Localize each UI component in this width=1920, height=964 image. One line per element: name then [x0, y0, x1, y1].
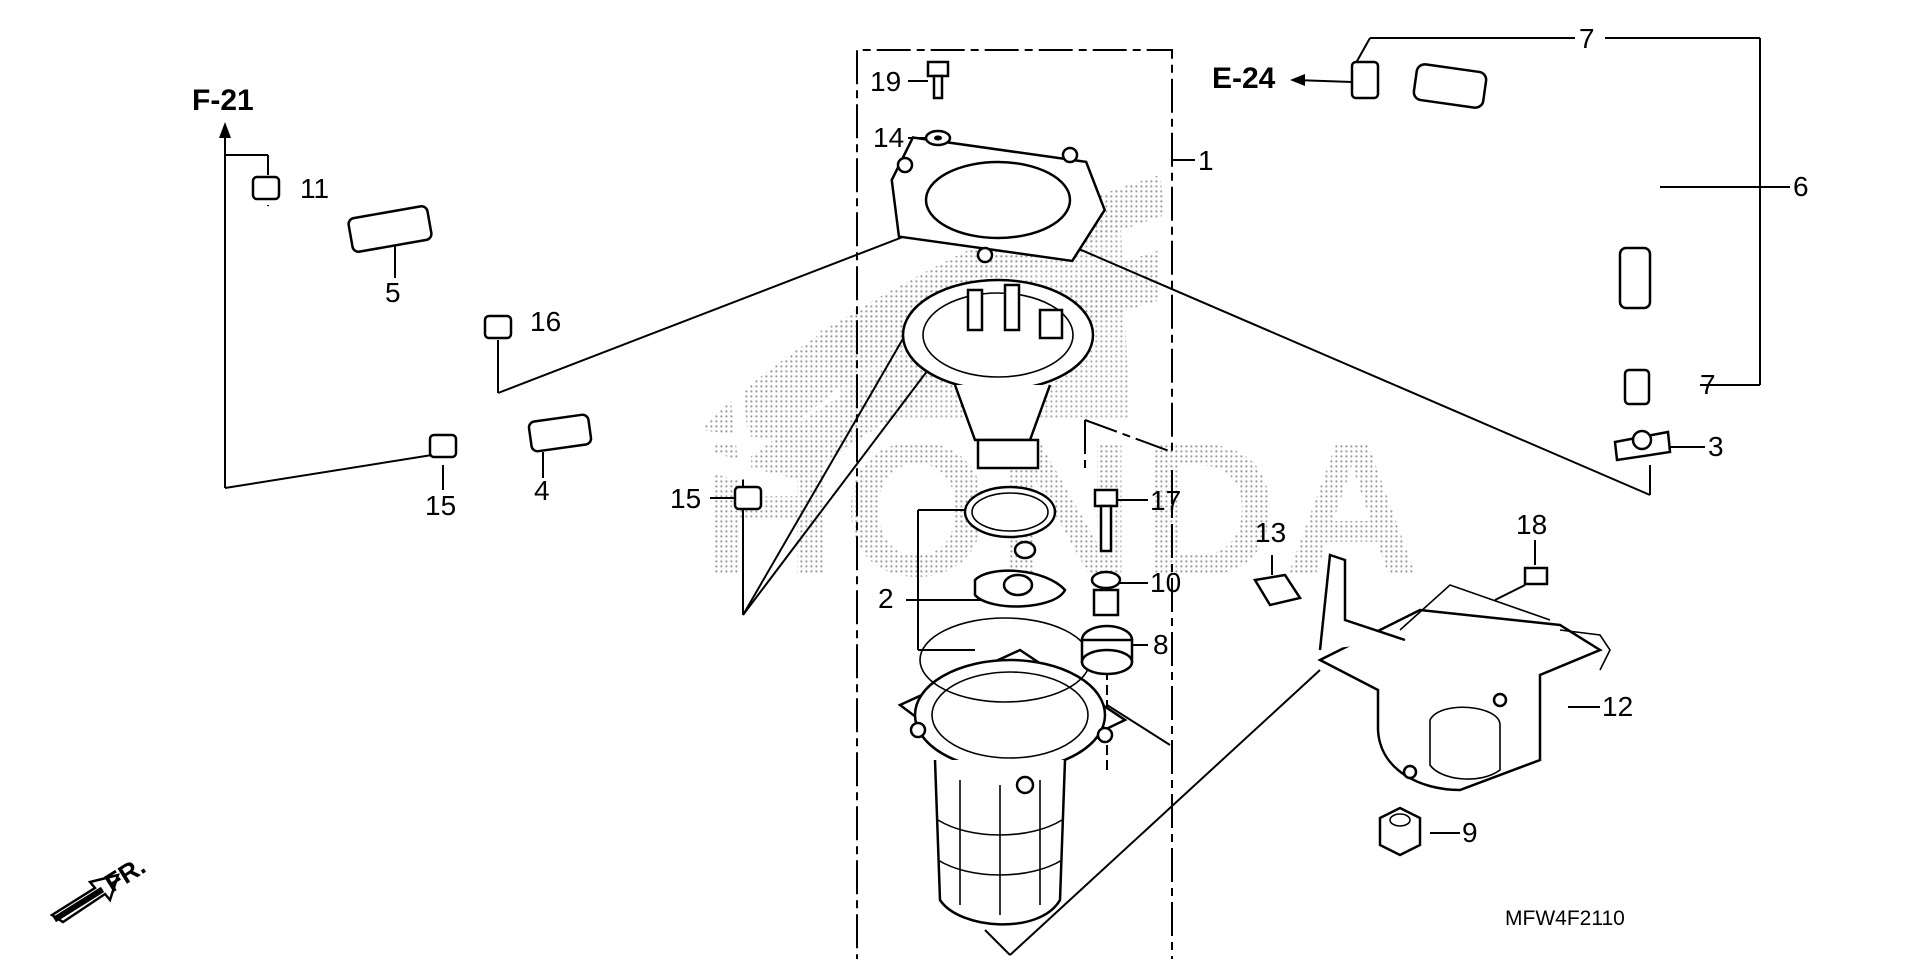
regulator: [973, 540, 1067, 608]
clamp-15-right: [733, 485, 763, 511]
callout-19: 19: [870, 66, 901, 97]
callout-9: 9: [1462, 817, 1478, 848]
hose-5: [255, 200, 501, 310]
callout-15-left: 15: [425, 490, 456, 521]
callout-1: 1: [1198, 145, 1214, 176]
clamp-11: [251, 175, 281, 201]
callout-7-top: 7: [1579, 23, 1595, 54]
o-ring: [963, 485, 1057, 539]
direction-indicator: FR.: [49, 850, 151, 924]
callout-6: 6: [1793, 171, 1809, 202]
clamp-16: [483, 314, 513, 340]
pump-flange: [901, 278, 1095, 470]
callout-2: 2: [878, 583, 894, 614]
callout-18: 18: [1516, 509, 1547, 540]
reference-e24: E-24: [1212, 62, 1276, 95]
watermark-text: HONDA: [700, 404, 1427, 616]
callout-7-bottom: 7: [1700, 369, 1716, 400]
nut-9: [1378, 806, 1422, 857]
grommet-8: [1080, 624, 1134, 676]
callout-13: 13: [1255, 517, 1286, 548]
callout-3: 3: [1708, 431, 1724, 462]
arrow-e24: [1290, 74, 1353, 86]
connector-7-top: [1350, 60, 1380, 100]
diagram-code: MFW4F2110: [1505, 907, 1625, 930]
callout-15-right: 15: [670, 483, 701, 514]
grommet-13: [1252, 573, 1303, 607]
bolt-17: [1093, 488, 1119, 553]
callout-11: 11: [300, 173, 329, 204]
arrow-f21: [219, 122, 231, 138]
callout-14: 14: [873, 122, 904, 153]
bolt-19: [926, 60, 950, 100]
assembly-box: [856, 49, 1195, 959]
leader-lines: [224, 37, 1790, 956]
callout-4: 4: [534, 475, 550, 506]
hose-4: [460, 373, 752, 480]
bracket-12: [1317, 553, 1611, 792]
gasket: [890, 136, 1107, 264]
callout-10: 10: [1150, 567, 1181, 598]
pump-canister: [897, 617, 1128, 926]
callout-8: 8: [1153, 629, 1169, 660]
clip-3: [1613, 429, 1672, 462]
callout-16: 16: [530, 306, 561, 337]
fuel-hose-6: [1412, 63, 1652, 310]
reference-f21: F-21: [192, 84, 254, 117]
washer-10: [1090, 570, 1122, 617]
clamp-15-left: [428, 433, 458, 459]
callout-17: 17: [1150, 485, 1181, 516]
connector-7-bottom: [1623, 368, 1651, 406]
callout-12: 12: [1602, 691, 1633, 722]
washer-14: [924, 129, 952, 147]
callout-5: 5: [385, 277, 401, 308]
bolt-18: [1494, 566, 1549, 601]
